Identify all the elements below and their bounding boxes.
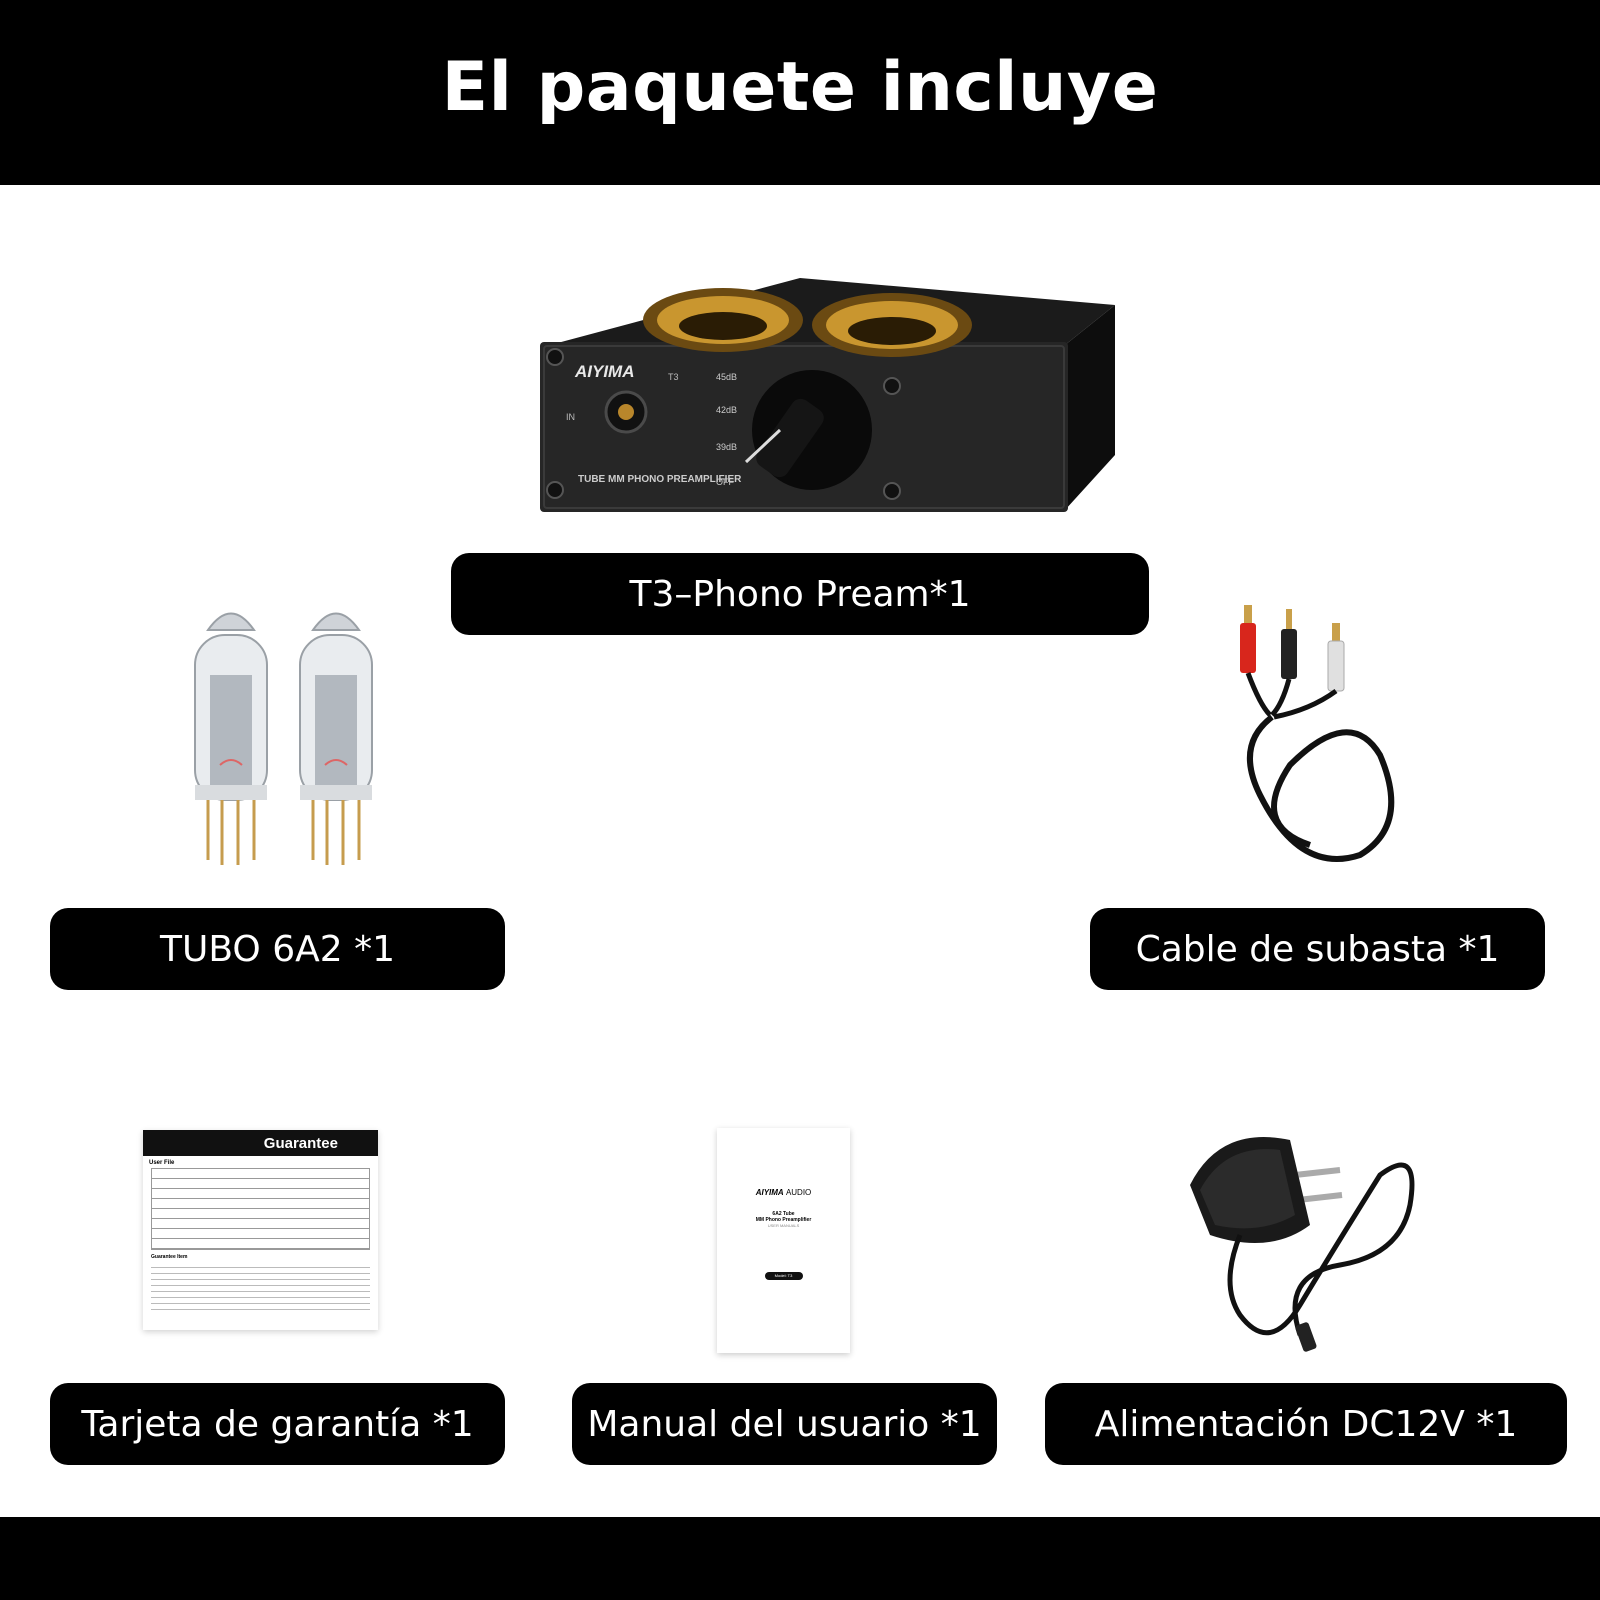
guarantee-section: User File [149,1160,175,1166]
header-bar: El paquete incluye [0,0,1600,185]
preamp-label: T3–Phono Pream*1 [451,553,1149,635]
tube-label: TUBO 6A2 *1 [50,908,505,990]
manual-subtitle: 6A2 Tube [772,1211,795,1217]
manual-note: USER MANUALS [767,1223,800,1228]
svg-text:OFF: OFF [716,477,734,487]
guarantee-terms-title: Guarantee Item [151,1254,188,1260]
manual-brand-suffix: AUDIO [785,1188,812,1197]
preamplifier-image: AIYIMA T3 IN TUBE MM PHONO PREAMPLIFIER … [540,278,1115,512]
power-adapter-image [1190,1137,1415,1352]
user-manual-image: AIYIMA AUDIO 6A2 Tube MM Phono Preamplif… [717,1128,850,1353]
guarantee-title: Guarantee [143,1130,378,1156]
manual-brand: AIYIMA [755,1188,784,1197]
manual-label: Manual del usuario *1 [572,1383,997,1465]
guarantee-label: Tarjeta de garantía *1 [50,1383,505,1465]
cable-label: Cable de subasta *1 [1090,908,1545,990]
vacuum-tubes-image [194,612,373,865]
manual-model: Model: T3 [764,1272,803,1280]
svg-text:T3: T3 [668,372,679,382]
svg-text:39dB: 39dB [716,442,737,452]
svg-text:42dB: 42dB [716,405,737,415]
rca-cable-image [1240,605,1395,862]
svg-text:45dB: 45dB [716,372,737,382]
svg-text:AIYIMA: AIYIMA [574,362,635,381]
svg-text:TUBE MM PHONO PREAMPLIFIER: TUBE MM PHONO PREAMPLIFIER [578,474,742,485]
page-title: El paquete incluye [441,48,1159,127]
footer-bar [0,1517,1600,1600]
guarantee-card-image: Guarantee User File Guarantee Item [143,1130,378,1330]
power-supply-label: Alimentación DC12V *1 [1045,1383,1567,1465]
manual-title: MM Phono Preamplifier [755,1217,812,1223]
svg-text:IN: IN [566,412,575,422]
